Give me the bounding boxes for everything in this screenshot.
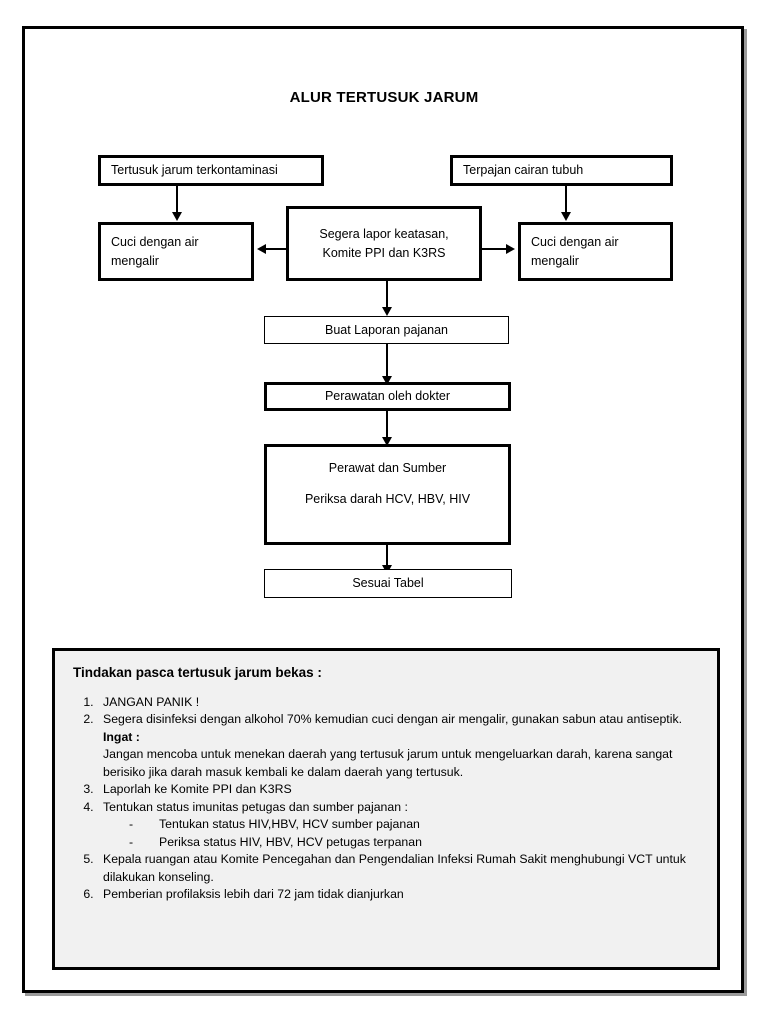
edge-lapor-to-cuci-kanan [482, 248, 506, 250]
flow-node-label-line2: Komite PPI dan K3RS [322, 245, 446, 260]
flow-node-sesuai-tabel: Sesuai Tabel [264, 569, 512, 598]
flow-node-segera-lapor-keatasan: Segera lapor keatasan, Komite PPI dan K3… [286, 206, 482, 281]
flow-node-label-line2: mengalir [531, 253, 579, 268]
flow-node-cuci-dengan-air-mengalir-kanan: Cuci dengan air mengalir [518, 222, 673, 281]
edge-perawat-sumber-to-sesuai-tabel [386, 545, 388, 567]
flow-node-label: Buat Laporan pajanan [324, 322, 449, 337]
notes-sub-bullets: - Tentukan status HIV,HBV, HCV sumber pa… [103, 816, 701, 851]
flow-node-label: Sesuai Tabel [352, 576, 424, 591]
edge-buat-laporan-to-perawatan [386, 344, 388, 378]
notes-heading: Tindakan pasca tertusuk jarum bekas : [73, 665, 322, 680]
notes-item-subheading: Ingat : [103, 729, 140, 744]
flow-node-label-line1: Segera lapor keatasan, [319, 227, 449, 242]
dash-marker: - [129, 817, 134, 832]
flow-node-perawatan-oleh-dokter: Perawatan oleh dokter [264, 382, 511, 411]
notes-list-item: Pemberian profilaksis lebih dari 72 jam … [97, 886, 701, 903]
notes-sub-bullet: - Periksa status HIV, HBV, HCV petugas t… [129, 834, 701, 851]
notes-item-text: Segera disinfeksi dengan alkohol 70% kem… [103, 712, 683, 727]
flow-node-perawat-dan-sumber: Perawat dan Sumber Periksa darah HCV, HB… [264, 444, 511, 545]
arrowhead-left [257, 244, 266, 254]
notes-item-text: Tentukan status imunitas petugas dan sum… [103, 799, 408, 814]
page-title: ALUR TERTUSUK JARUM [289, 89, 479, 106]
edge-tertusuk-to-cuci-kiri [176, 186, 178, 214]
arrowhead-down [382, 376, 392, 385]
flow-node-label-line1: Perawat dan Sumber [328, 461, 447, 475]
notes-list-item: Kepala ruangan atau Komite Pencegahan da… [97, 851, 701, 886]
flow-node-label: Perawatan oleh dokter [324, 389, 451, 404]
notes-list-item: JANGAN PANIK ! [97, 694, 701, 711]
arrowhead-down [382, 307, 392, 316]
notes-list-item: Laporlah ke Komite PPI dan K3RS [97, 781, 701, 798]
notes-item-text: Laporlah ke Komite PPI dan K3RS [103, 782, 292, 797]
edge-lapor-to-cuci-kiri [266, 248, 288, 250]
flow-node-terpajan-cairan-tubuh: Terpajan cairan tubuh [450, 155, 673, 186]
arrowhead-down [382, 437, 392, 446]
dash-marker: - [129, 834, 134, 849]
flow-node-cuci-dengan-air-mengalir-kiri: Cuci dengan air mengalir [98, 222, 254, 281]
flow-node-label-line1: Cuci dengan air [531, 235, 619, 250]
notes-list: JANGAN PANIK ! Segera disinfeksi dengan … [69, 694, 701, 903]
notes-item-subtext: Jangan mencoba untuk menekan daerah yang… [103, 747, 673, 779]
arrowhead-down [561, 212, 571, 221]
notes-item-text: Pemberian profilaksis lebih dari 72 jam … [103, 886, 404, 901]
flow-node-label-line1: Cuci dengan air [111, 235, 199, 250]
flow-node-label: Tertusuk jarum terkontaminasi [111, 163, 278, 178]
flow-node-label-line2: Periksa darah HCV, HBV, HIV [304, 492, 471, 507]
flow-node-label-line2: mengalir [111, 253, 159, 268]
notes-panel: Tindakan pasca tertusuk jarum bekas : JA… [52, 648, 720, 970]
edge-terpajan-to-cuci-kanan [565, 186, 567, 214]
notes-list-item: Tentukan status imunitas petugas dan sum… [97, 799, 701, 851]
flow-node-tertusuk-jarum-terkontaminasi: Tertusuk jarum terkontaminasi [98, 155, 324, 186]
arrowhead-down [172, 212, 182, 221]
notes-sub-bullet-text: Tentukan status HIV,HBV, HCV sumber paja… [159, 817, 420, 832]
edge-perawatan-to-perawat-sumber [386, 411, 388, 439]
notes-sub-bullet-text: Periksa status HIV, HBV, HCV petugas ter… [159, 834, 422, 849]
notes-item-text: JANGAN PANIK ! [103, 695, 200, 709]
edge-lapor-to-buat-laporan [386, 281, 388, 309]
notes-sub-bullet: - Tentukan status HIV,HBV, HCV sumber pa… [129, 816, 701, 833]
flow-node-buat-laporan-pajanan: Buat Laporan pajanan [264, 316, 509, 344]
notes-item-text: Kepala ruangan atau Komite Pencegahan da… [103, 852, 686, 884]
arrowhead-right [506, 244, 515, 254]
notes-list-item: Segera disinfeksi dengan alkohol 70% kem… [97, 711, 701, 781]
flow-node-label: Terpajan cairan tubuh [463, 163, 584, 178]
